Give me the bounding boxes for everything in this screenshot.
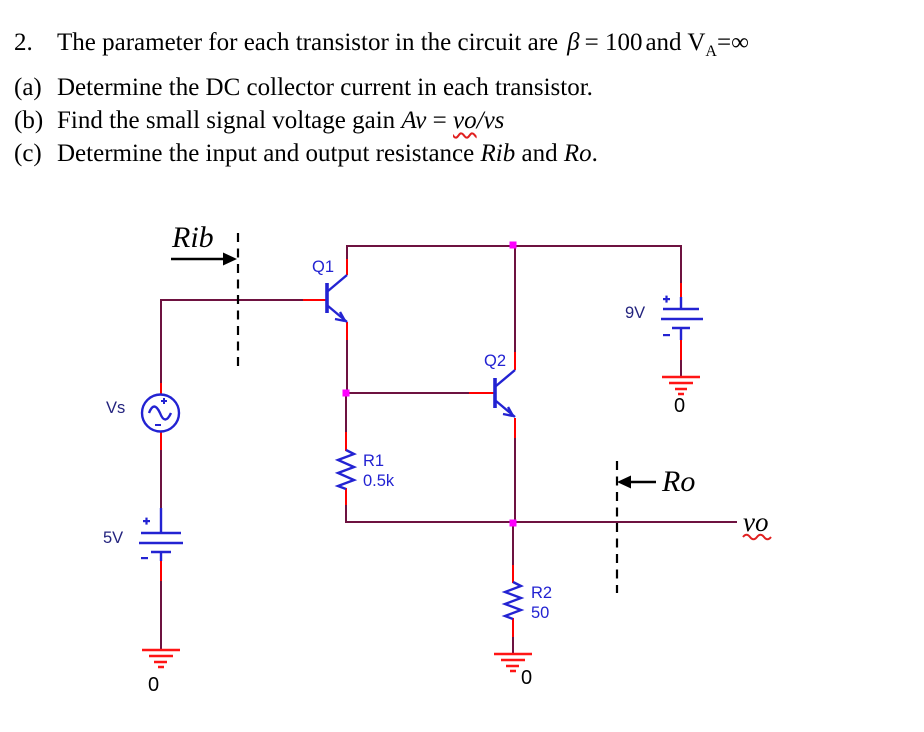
item-b-slash: / [476, 107, 484, 134]
item-b-pre: Find the small signal voltage gain [57, 107, 396, 134]
output-node [509, 519, 517, 527]
beta-symbol: β [567, 29, 580, 56]
ro-arrowhead-icon [617, 475, 631, 489]
q2-collector-lead [495, 369, 516, 387]
item-c-and: and [521, 140, 558, 167]
r2-name-label: R2 [531, 584, 552, 602]
problem-statement: 2. The parameter for each transistor in … [14, 26, 914, 170]
v5-label: 5V [103, 529, 123, 547]
v9-plus-mark-v [665, 295, 668, 303]
r1-zigzag-icon [334, 448, 358, 491]
q2-label: Q2 [484, 352, 506, 370]
q2-emitter-arrow-icon [502, 406, 515, 418]
r2-value-label: 50 [531, 604, 549, 622]
ground-r2: 0 [494, 652, 532, 689]
title-pre: The parameter for each transistor in the… [57, 29, 559, 56]
rib-arrowhead-icon [223, 252, 237, 266]
problem-item-b: (b) Find the small signal voltage gain A… [14, 104, 914, 137]
item-c-label: (c) [14, 140, 42, 167]
vs-sine-icon [147, 405, 173, 421]
va-value: =∞ [716, 29, 749, 56]
problem-number: 2. [14, 29, 33, 56]
item-c-period: . [591, 140, 598, 167]
ground-5v-icon [142, 648, 180, 669]
ro-annotation: Ro [615, 461, 695, 593]
q1-emitter-node [342, 389, 350, 397]
bottom-rail-wire [345, 504, 737, 523]
vs-minus-mark [155, 424, 161, 426]
vo-squiggle-underline [742, 533, 772, 541]
q1-label: Q1 [312, 258, 334, 276]
rib-annotation-label: Rib [171, 221, 214, 254]
pin-stubs [160, 259, 682, 637]
problem-line-title: 2. The parameter for each transistor in … [14, 26, 914, 60]
ground-r2-label: 0 [521, 667, 532, 689]
q1-transistor: Q1 [312, 258, 348, 323]
item-a-text: Determine the DC collector current in ea… [57, 74, 593, 101]
vo-symbol: vo [453, 107, 477, 134]
q1-collector-lead [327, 274, 348, 292]
r1-resistor: R1 0.5k [334, 448, 395, 491]
ground-5v: 0 [142, 648, 180, 696]
av-symbol: Av [401, 107, 427, 134]
r2-resistor: R2 50 [501, 580, 552, 622]
item-a-label: (a) [14, 74, 42, 101]
vs-circle-icon [140, 393, 181, 433]
ro-symbol: Ro [563, 140, 592, 167]
ro-annotation-label: Ro [661, 465, 695, 498]
item-c-text: Determine the input and output resistanc… [57, 137, 598, 170]
vo-output-label: vo [743, 507, 768, 537]
r1-name-label: R1 [363, 452, 384, 470]
r2-zigzag-icon [501, 580, 525, 621]
v5-battery: 5V [103, 508, 183, 561]
ground-9v: 0 [662, 375, 700, 417]
top-rail-node [509, 241, 517, 249]
title-text: The parameter for each transistor in the… [57, 26, 749, 60]
q1-base-wire [160, 299, 303, 384]
va-subscript: A [705, 43, 717, 60]
beta-value: = 100 [584, 29, 643, 56]
rib-annotation: Rib [171, 221, 240, 368]
item-b-eq: = [432, 107, 447, 134]
q1-emitter-arrow-icon [334, 311, 347, 323]
wires [160, 245, 737, 653]
vo-output: vo [742, 507, 772, 541]
q2-transistor: Q2 [484, 352, 516, 418]
vs-symbol: vs [483, 107, 505, 134]
v9-battery: 9V [625, 295, 703, 340]
ground-9v-label: 0 [674, 395, 685, 417]
ground-r2-icon [494, 652, 532, 673]
r1-value-label: 0.5k [363, 472, 395, 490]
va-pre: and V [645, 29, 706, 56]
item-b-label: (b) [14, 107, 44, 134]
item-b-text: Find the small signal voltage gain Av = … [57, 104, 504, 137]
v9-minus-mark [663, 334, 670, 337]
vs-label: Vs [106, 399, 125, 417]
ground-5v-label: 0 [148, 674, 159, 696]
problem-item-c: (c) Determine the input and output resis… [14, 137, 914, 170]
vs-plus-mark-v [163, 398, 165, 404]
v5-plus-mark-v [145, 517, 148, 525]
item-c-pre: Determine the input and output resistanc… [57, 140, 475, 167]
vs-source: Vs [106, 393, 181, 433]
problem-item-a: (a) Determine the DC collector current i… [14, 71, 914, 104]
rib-symbol: Rib [480, 140, 516, 167]
junction-nodes [342, 241, 517, 527]
v5-minus-mark [141, 557, 148, 560]
v9-label: 9V [625, 304, 645, 322]
ground-9v-icon [662, 375, 700, 396]
